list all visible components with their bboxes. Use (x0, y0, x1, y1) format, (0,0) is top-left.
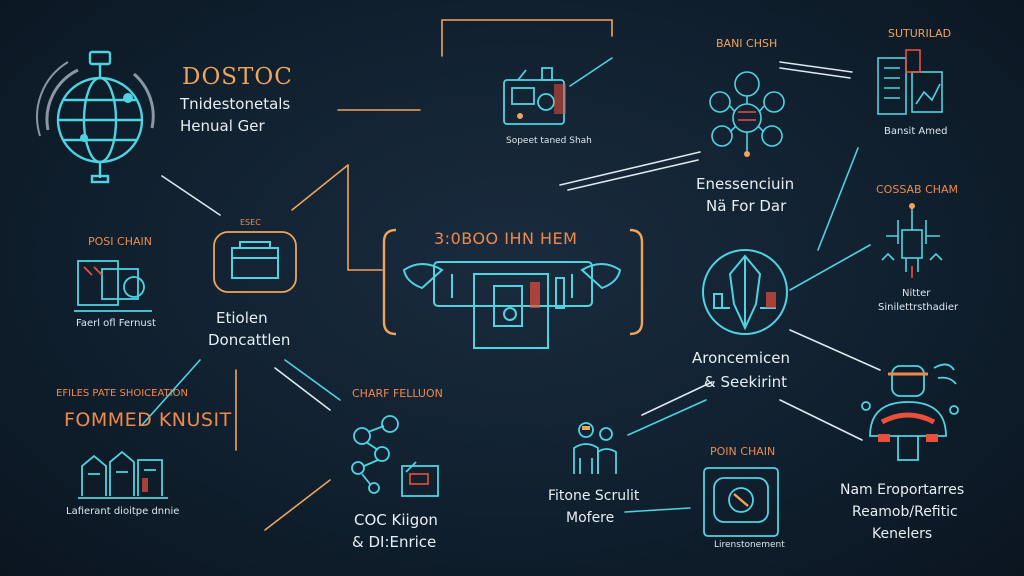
buildings-subtitle: EFILES PATE SHOICEATION (56, 388, 188, 399)
device-caption: Lirenstonement (714, 540, 785, 550)
monitor-icon (74, 260, 152, 312)
link-top-bracket (441, 19, 613, 57)
link-cluster-to-docs (779, 61, 853, 73)
people-line1: Fitone Scrulit (548, 488, 640, 504)
device-icon (703, 467, 779, 537)
people-node[interactable] (566, 418, 630, 480)
people-line2: Mofere (566, 510, 615, 526)
link-machine-to-bracket (569, 57, 613, 87)
globe-line1: Tnidestonetals (180, 95, 291, 113)
link-left-bottom-diag (264, 479, 331, 531)
molecule-icon (351, 415, 439, 497)
cluster-title: BANI CHSH (716, 37, 778, 50)
left-chain-caption: Faerl ofl Fernust (76, 318, 156, 329)
shield-icon (702, 249, 788, 335)
top-machine-node[interactable] (498, 62, 578, 132)
link-center-left-up (291, 164, 349, 211)
link-cluster-to-docs2 (779, 67, 851, 79)
center-left-line1: Etiolen (216, 309, 268, 327)
link-people-to-shield (627, 399, 707, 436)
link-docs-down (817, 147, 859, 251)
docs-caption: Bansit Amed (884, 126, 948, 137)
link-cossab-to-shield (789, 244, 871, 291)
molecule-title: CHARF FELLUON (352, 387, 443, 400)
cossab-line1: Nitter (902, 288, 931, 299)
robot-icon (861, 363, 959, 461)
link-center-left-down2 (274, 367, 331, 411)
device-node[interactable] (698, 464, 784, 540)
globe-node[interactable] (28, 40, 158, 190)
globe-title: DOSTOC (182, 64, 293, 90)
people-icon (573, 422, 617, 474)
top-machine-caption: Sopeet taned Shah (506, 136, 592, 146)
left-chain-title: POSI CHAIN (88, 235, 152, 248)
molecule-node[interactable] (340, 408, 444, 504)
network-cluster-icon (709, 71, 785, 157)
link-to-cluster-arrow (567, 159, 699, 191)
robot-node[interactable] (858, 350, 968, 476)
robot-line1: Nam Eroportarres (840, 482, 965, 498)
link-shield-to-robot2 (779, 399, 863, 441)
globe-line2: Henual Ger (180, 117, 265, 135)
center-node[interactable] (382, 222, 644, 356)
link-to-cluster-arrow2 (559, 151, 701, 186)
cossab-node[interactable] (872, 200, 952, 280)
shield-line2: & Seekirint (704, 373, 788, 391)
globe-icon (36, 50, 155, 184)
link-people-to-shield2 (641, 381, 713, 416)
factory-icon (382, 228, 644, 349)
buildings-icon (78, 450, 168, 499)
link-shield-to-robot (789, 329, 881, 371)
center-left-line2: Doncattlen (208, 331, 291, 349)
docs-node[interactable] (872, 44, 952, 120)
link-globe-arrow (161, 175, 221, 216)
left-chain-node[interactable] (72, 255, 162, 315)
center-left-badge: ESEC (240, 218, 261, 227)
cluster-line1: Enessenciuin (696, 175, 795, 193)
device-title: POIN CHAIN (710, 445, 776, 458)
window-icon (213, 231, 297, 293)
docs-title: SUTURILAD (888, 27, 952, 40)
link-left-chain-diag (141, 359, 201, 426)
buildings-node[interactable] (76, 444, 172, 500)
buildings-caption: Lafierant dioitpe dnnie (66, 506, 180, 517)
robot-line2: Reamob/Refitic (852, 504, 958, 520)
link-center-bracket (347, 164, 383, 271)
documents-icon (877, 49, 943, 115)
center-left-node[interactable] (210, 228, 300, 296)
molecule-line1: COC Kiigon (354, 511, 438, 529)
link-people-to-chain (624, 507, 691, 513)
shield-line1: Aroncemicen (692, 349, 791, 367)
molecule-line2: & DI:Enrice (352, 533, 437, 551)
machine-icon (503, 67, 566, 125)
center-title: 3:0BOO IHN HEM (434, 229, 578, 248)
link-center-left-down (284, 359, 341, 401)
robot-line3: Kenelers (872, 526, 933, 542)
cluster-line2: Nä For Dar (706, 197, 787, 215)
buildings-title: FOMMED KNUSIT (64, 409, 232, 431)
cossab-title: COSSAB CHAM (876, 183, 959, 196)
cossab-line2: Sinilettrsthadier (878, 302, 959, 313)
cluster-node[interactable] (702, 62, 792, 162)
circuit-icon (881, 203, 943, 278)
shield-node[interactable] (700, 244, 790, 340)
